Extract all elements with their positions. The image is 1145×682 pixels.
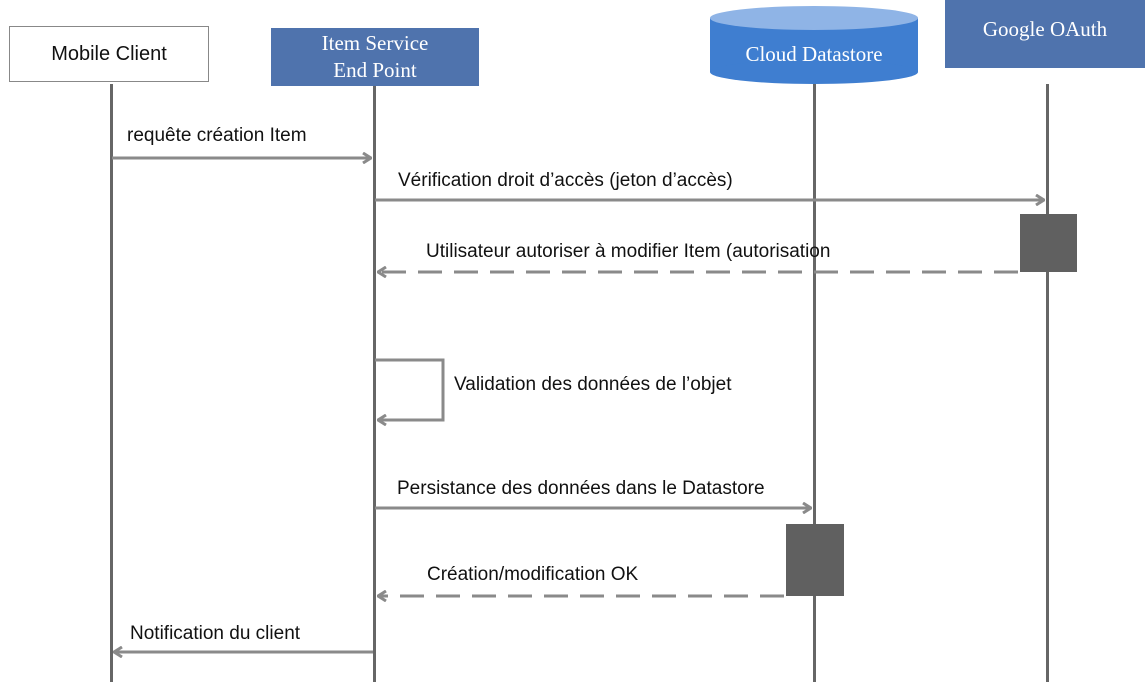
- participant-item-service: Item Service End Point: [271, 28, 479, 86]
- participant-label-line-1: Item Service: [321, 31, 429, 55]
- participant-google-oauth: Google OAuth: [945, 0, 1145, 68]
- lifeline-item-service: [373, 84, 376, 682]
- participant-label: Cloud Datastore: [745, 42, 883, 66]
- activation-google-oauth: [1020, 214, 1077, 272]
- participant-label: Google OAuth: [982, 17, 1108, 41]
- participant-label-line-2: End Point: [333, 58, 417, 82]
- lifeline-cloud-datastore: [813, 84, 816, 682]
- message-label: requête création Item: [127, 125, 307, 146]
- message-label: Validation des données de l’objet: [454, 374, 732, 395]
- participant-cloud-datastore: Cloud Datastore: [710, 6, 918, 84]
- message-label: Utilisateur autoriser à modifier Item (a…: [426, 241, 831, 262]
- participant-mobile-client: Mobile Client: [9, 26, 209, 82]
- arrow-validation-self: [375, 358, 445, 420]
- message-label: Notification du client: [130, 623, 301, 644]
- message-label: Création/modification OK: [427, 564, 639, 585]
- message-label: Vérification droit d’accès (jeton d’accè…: [398, 170, 733, 191]
- message-label: Persistance des données dans le Datastor…: [397, 478, 765, 499]
- cylinder-top: [710, 6, 918, 30]
- lifeline-mobile-client: [110, 84, 113, 682]
- activation-cloud-datastore: [786, 524, 844, 596]
- participant-label: Mobile Client: [51, 42, 167, 65]
- lifeline-google-oauth: [1046, 84, 1049, 682]
